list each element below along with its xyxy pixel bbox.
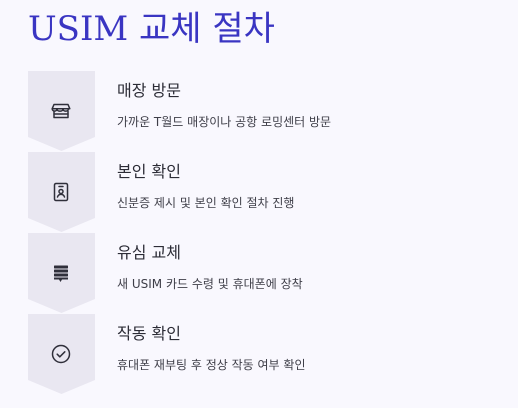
- step-title: 본인 확인: [117, 162, 181, 181]
- step-item-operation-check: 작동 확인 휴대폰 재부팅 후 정상 작동 여부 확인: [28, 314, 498, 394]
- step-marker: [28, 152, 95, 232]
- page-title: USIM 교체 절차: [28, 9, 275, 49]
- step-title: 매장 방문: [117, 81, 181, 100]
- step-title: 유심 교체: [117, 243, 181, 262]
- step-description: 새 USIM 카드 수령 및 휴대폰에 장착: [117, 277, 303, 291]
- step-marker: [28, 71, 95, 151]
- step-item-identity-check: 본인 확인 신분증 제시 및 본인 확인 절차 진행: [28, 152, 498, 232]
- step-marker: [28, 314, 95, 394]
- store-icon: [51, 103, 71, 119]
- step-marker: [28, 233, 95, 313]
- step-description: 가까운 T월드 매장이나 공항 로밍센터 방문: [117, 115, 332, 129]
- check-circle-icon: [51, 344, 71, 364]
- step-description: 신분증 제시 및 본인 확인 절차 진행: [117, 196, 295, 210]
- id-badge-icon: [53, 182, 69, 202]
- step-item-usim-replace: 유심 교체 새 USIM 카드 수령 및 휴대폰에 장착: [28, 233, 498, 313]
- step-description: 휴대폰 재부팅 후 정상 작동 여부 확인: [117, 358, 306, 372]
- step-title: 작동 확인: [117, 324, 181, 343]
- sim-card-icon: [54, 265, 68, 282]
- step-item-store-visit: 매장 방문 가까운 T월드 매장이나 공항 로밍센터 방문: [28, 71, 498, 151]
